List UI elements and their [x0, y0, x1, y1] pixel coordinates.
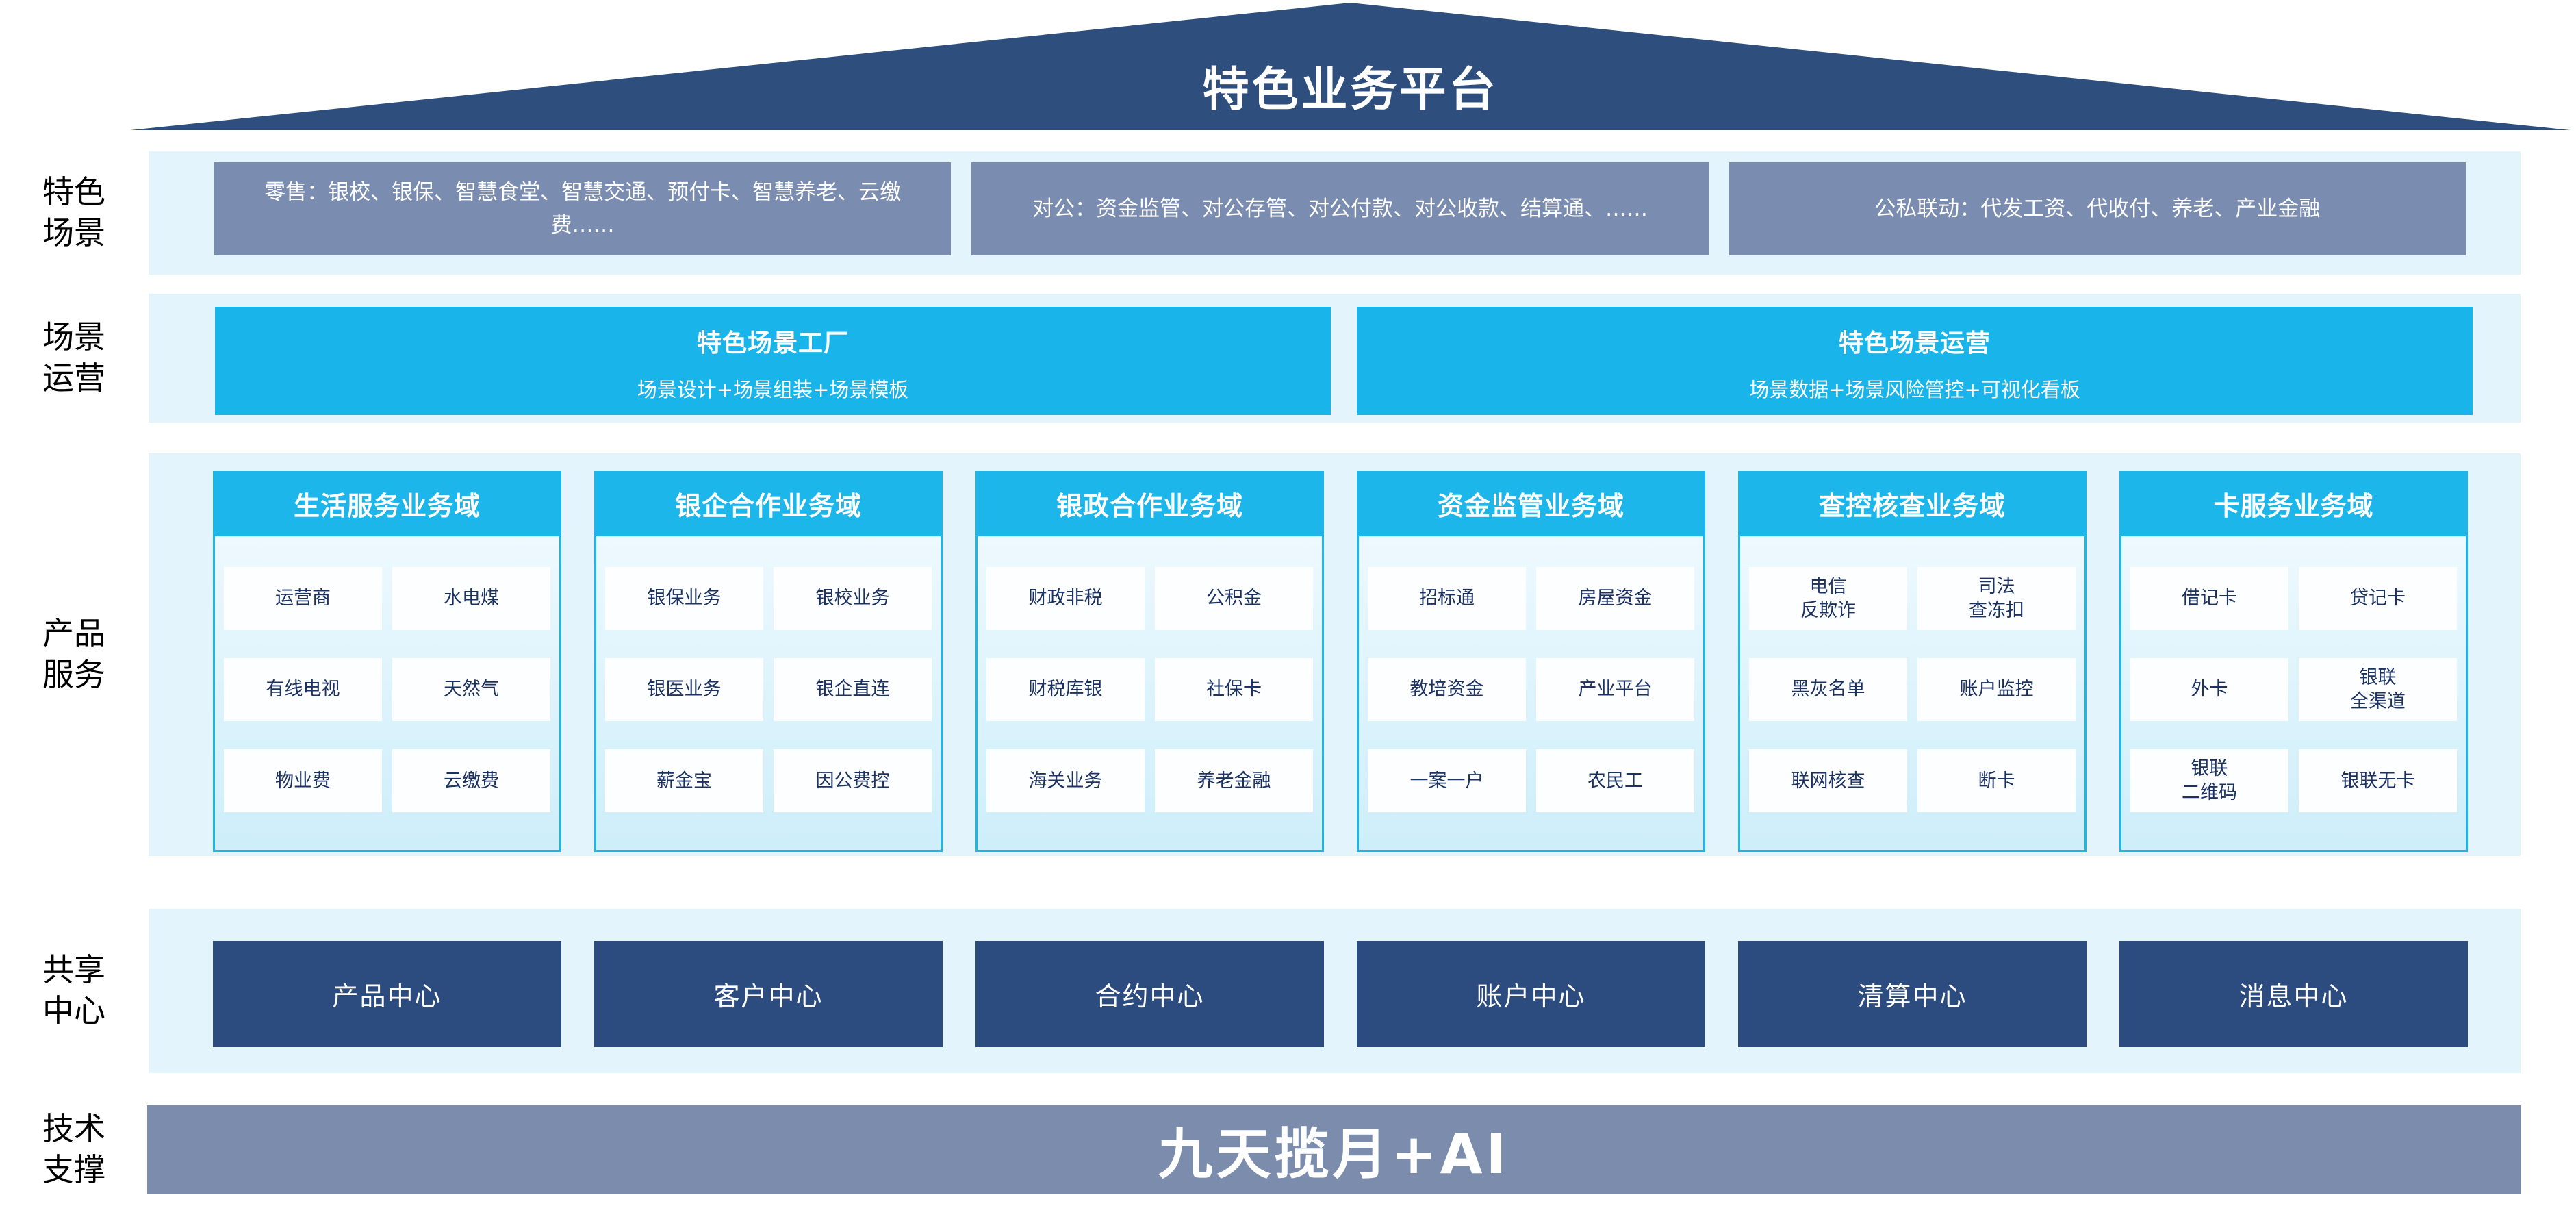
- side-label-products: 产品 服务: [42, 615, 105, 693]
- product-column-body: 银保业务 银校业务 银医业务 银企直连 薪金宝 因公费控: [594, 536, 943, 852]
- side-label-operation: 场景 运营: [42, 318, 105, 397]
- shared-center-customer: 客户中心: [594, 941, 943, 1047]
- shared-center-contract: 合约中心: [975, 941, 1324, 1047]
- product-cell: 账户监控: [1917, 657, 2076, 721]
- product-cell: 水电煤: [392, 566, 550, 630]
- product-column-header: 卡服务业务域: [2119, 471, 2468, 536]
- operation-box-subtitle: 场景设计+场景组装+场景模板: [637, 378, 909, 401]
- product-cell: 银校业务: [774, 566, 932, 630]
- product-column-header: 资金监管业务域: [1357, 471, 1705, 536]
- product-cell: 司法 查冻扣: [1917, 566, 2076, 630]
- side-label-scenes: 特色 场景: [42, 173, 105, 251]
- product-column-header: 查控核查业务域: [1738, 471, 2087, 536]
- operation-box-title: 特色场景工厂: [696, 329, 849, 357]
- scene-band: 零售：银校、银保、智慧食堂、智慧交通、预付卡、智慧养老、云缴费…… 对公：资金监…: [149, 151, 2521, 275]
- product-cell: 社保卡: [1155, 657, 1313, 721]
- product-cell: 薪金宝: [605, 749, 763, 813]
- product-cell: 联网核查: [1749, 749, 1907, 813]
- product-cell: 物业费: [224, 749, 382, 813]
- product-cell: 财政非税: [986, 566, 1145, 630]
- shared-center-message: 消息中心: [2119, 941, 2468, 1047]
- side-label-tech: 技术 支撑: [42, 1110, 105, 1188]
- operation-box-subtitle: 场景数据+场景风险管控+可视化看板: [1749, 378, 2080, 401]
- shared-center-band: 产品中心 客户中心 合约中心 账户中心 清算中心 消息中心: [149, 909, 2521, 1073]
- product-cell: 银联 全渠道: [2299, 657, 2457, 721]
- product-cell: 银联无卡: [2299, 749, 2457, 813]
- product-cell: 银联 二维码: [2130, 749, 2288, 813]
- product-cell: 产业平台: [1536, 657, 1694, 721]
- operation-box-operation: 特色场景运营 场景数据+场景风险管控+可视化看板: [1357, 307, 2473, 415]
- product-cell: 海关业务: [986, 749, 1145, 813]
- product-column-inspection: 查控核查业务域 电信 反欺诈 司法 查冻扣 黑灰名单 账户监控 联网核查 断卡: [1738, 471, 2087, 852]
- product-cell: 有线电视: [224, 657, 382, 721]
- product-cell: 银保业务: [605, 566, 763, 630]
- product-column-header: 生活服务业务域: [213, 471, 561, 536]
- product-band: 生活服务业务域 运营商 水电煤 有线电视 天然气 物业费 云缴费 银企合作业务域…: [149, 453, 2521, 856]
- shared-center-clearing: 清算中心: [1738, 941, 2087, 1047]
- product-cell: 招标通: [1368, 566, 1526, 630]
- shared-center-account: 账户中心: [1357, 941, 1705, 1047]
- product-cell: 黑灰名单: [1749, 657, 1907, 721]
- scene-box-corporate: 对公：资金监管、对公存管、对公付款、对公收款、结算通、……: [971, 162, 1709, 255]
- product-column-body: 电信 反欺诈 司法 查冻扣 黑灰名单 账户监控 联网核查 断卡: [1738, 536, 2087, 852]
- product-cell: 教培资金: [1368, 657, 1526, 721]
- product-column-header: 银企合作业务域: [594, 471, 943, 536]
- product-column-bank-enterprise: 银企合作业务域 银保业务 银校业务 银医业务 银企直连 薪金宝 因公费控: [594, 471, 943, 852]
- product-column-bank-government: 银政合作业务域 财政非税 公积金 财税库银 社保卡 海关业务 养老金融: [975, 471, 1324, 852]
- product-cell: 财税库银: [986, 657, 1145, 721]
- product-cell: 一案一户: [1368, 749, 1526, 813]
- product-cell: 断卡: [1917, 749, 2076, 813]
- product-column-body: 借记卡 贷记卡 外卡 银联 全渠道 银联 二维码 银联无卡: [2119, 536, 2468, 852]
- product-cell: 运营商: [224, 566, 382, 630]
- product-cell: 公积金: [1155, 566, 1313, 630]
- product-cell: 农民工: [1536, 749, 1694, 813]
- product-cell: 电信 反欺诈: [1749, 566, 1907, 630]
- product-column-body: 招标通 房屋资金 教培资金 产业平台 一案一户 农民工: [1357, 536, 1705, 852]
- product-column-header: 银政合作业务域: [975, 471, 1324, 536]
- product-cell: 银医业务: [605, 657, 763, 721]
- product-cell: 贷记卡: [2299, 566, 2457, 630]
- operation-box-factory: 特色场景工厂 场景设计+场景组装+场景模板: [215, 307, 1331, 415]
- product-cell: 外卡: [2130, 657, 2288, 721]
- product-cell: 天然气: [392, 657, 550, 721]
- page-title: 特色业务平台: [1202, 63, 1499, 117]
- product-column-life-service: 生活服务业务域 运营商 水电煤 有线电视 天然气 物业费 云缴费: [213, 471, 561, 852]
- product-column-card-service: 卡服务业务域 借记卡 贷记卡 外卡 银联 全渠道 银联 二维码 银联无卡: [2119, 471, 2468, 852]
- tech-support-banner: 九天揽月+AI: [147, 1105, 2521, 1194]
- shared-center-product: 产品中心: [213, 941, 561, 1047]
- scene-box-retail: 零售：银校、银保、智慧食堂、智慧交通、预付卡、智慧养老、云缴费……: [214, 162, 952, 255]
- roof-shape: 特色业务平台: [130, 3, 2571, 130]
- product-cell: 银企直连: [774, 657, 932, 721]
- side-label-shared: 共享 中心: [42, 951, 105, 1029]
- product-cell: 借记卡: [2130, 566, 2288, 630]
- product-column-fund-supervision: 资金监管业务域 招标通 房屋资金 教培资金 产业平台 一案一户 农民工: [1357, 471, 1705, 852]
- product-cell: 房屋资金: [1536, 566, 1694, 630]
- product-cell: 养老金融: [1155, 749, 1313, 813]
- product-cell: 因公费控: [774, 749, 932, 813]
- operation-band: 特色场景工厂 场景设计+场景组装+场景模板 特色场景运营 场景数据+场景风险管控…: [149, 294, 2521, 423]
- product-column-body: 运营商 水电煤 有线电视 天然气 物业费 云缴费: [213, 536, 561, 852]
- operation-box-title: 特色场景运营: [1838, 329, 1991, 357]
- product-column-body: 财政非税 公积金 财税库银 社保卡 海关业务 养老金融: [975, 536, 1324, 852]
- product-cell: 云缴费: [392, 749, 550, 813]
- scene-box-public-private: 公私联动：代发工资、代收付、养老、产业金融: [1729, 162, 2466, 255]
